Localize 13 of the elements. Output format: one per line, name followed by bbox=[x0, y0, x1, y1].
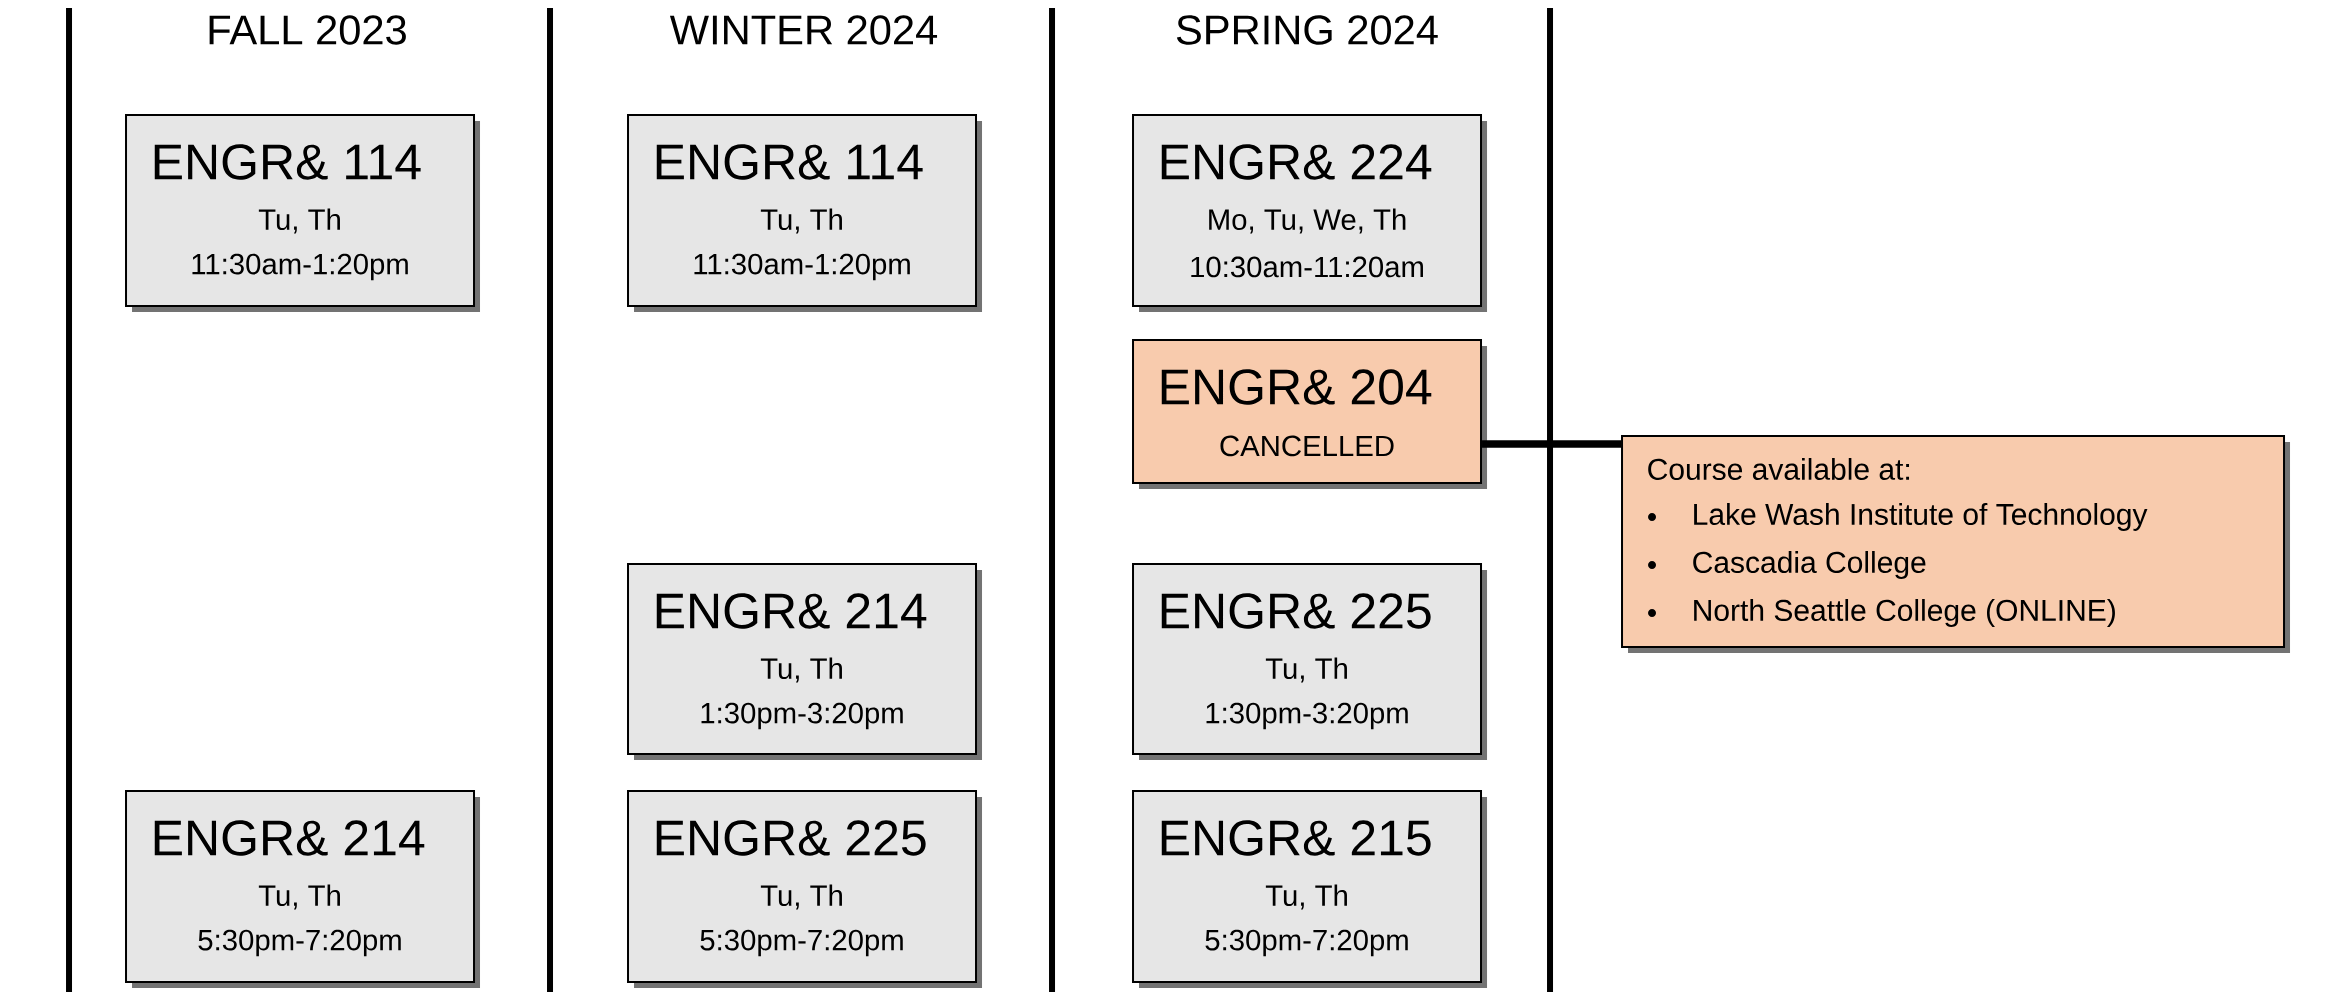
note-box: Course available at: Lake Wash Institute of Technology Cascadia College North Seattle College (ONLINE) bbox=[1621, 435, 2291, 653]
course-box: ENGR& 214 Tu, Th 5:30pm-7:20pm bbox=[125, 790, 480, 988]
course-box: ENGR& 114 Tu, Th 11:30am-1:20pm bbox=[125, 114, 480, 312]
course-box: ENGR& 224 Mo, Tu, We, Th 10:30am-11:20am bbox=[1132, 114, 1488, 312]
column-heading: FALL 2023 bbox=[209, 15, 406, 45]
column-heading: SPRING 2024 bbox=[1176, 15, 1438, 45]
course-box: ENGR& 225 Tu, Th 1:30pm-3:20pm bbox=[1132, 563, 1488, 760]
course-box: ENGR& 114 Tu, Th 11:30am-1:20pm bbox=[627, 114, 983, 312]
column-heading: WINTER 2024 bbox=[669, 15, 938, 45]
course-box: ENGR& 214 Tu, Th 1:30pm-3:20pm bbox=[627, 563, 983, 760]
course-box: ENGR& 215 Tu, Th 5:30pm-7:20pm bbox=[1132, 790, 1488, 988]
course-box: ENGR& 225 Tu, Th 5:30pm-7:20pm bbox=[627, 790, 983, 988]
course-box: ENGR& 204 CANCELLED bbox=[1132, 339, 1488, 489]
